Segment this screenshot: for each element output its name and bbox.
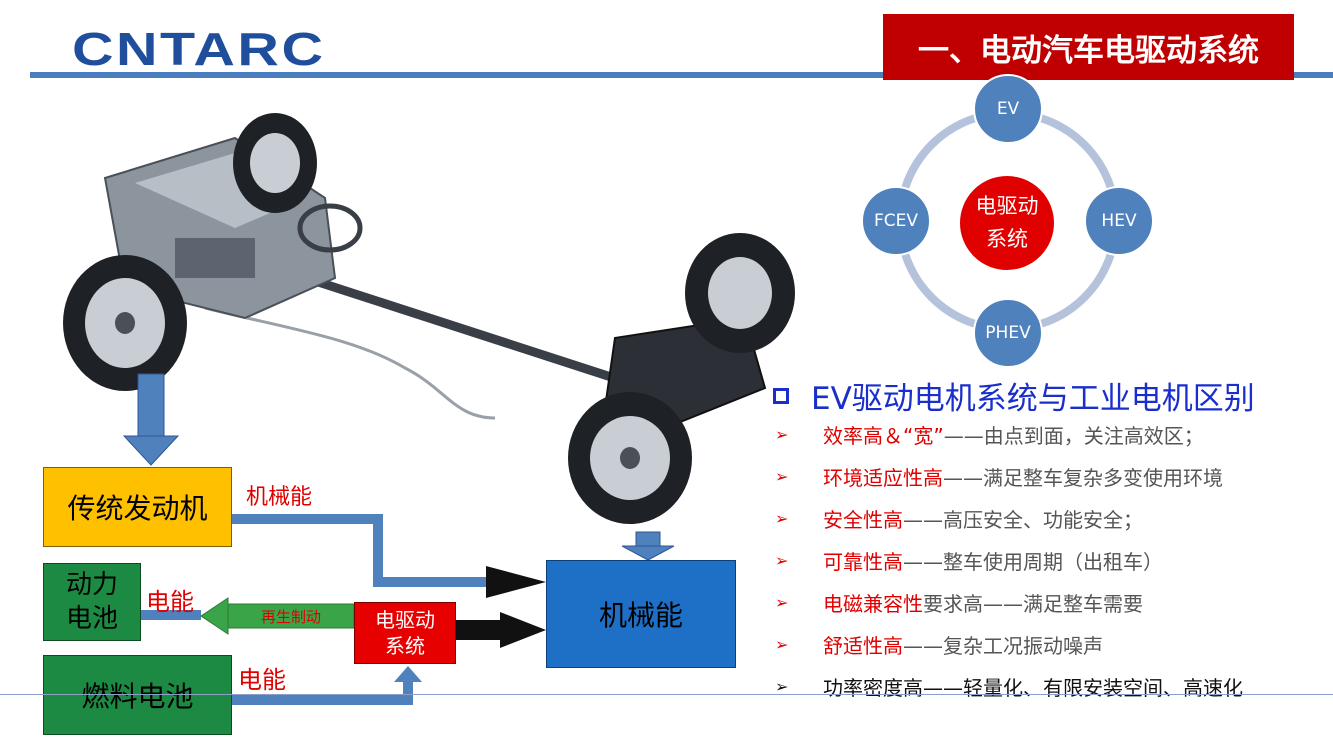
square-bullet-icon xyxy=(773,387,789,404)
item-rest: 要求高——满足整车需要 xyxy=(923,592,1143,616)
page-title: 一、电动汽车电驱动系统 xyxy=(883,14,1294,80)
list-item: ➢ 效率高＆“宽”——由点到面，关注高效区； xyxy=(775,420,1204,449)
center-line-2: 系统 xyxy=(986,227,1028,251)
item-rest: ——复杂工况振动噪声 xyxy=(903,634,1103,658)
node-center-drive-system: 电驱动系统 xyxy=(958,174,1056,272)
battery-box: 动力电池 xyxy=(43,563,141,641)
node-hev: HEV xyxy=(1084,186,1154,256)
item-lead: 舒适性高 xyxy=(823,634,903,658)
list-heading-text: EV驱动电机系统与工业电机区别 xyxy=(811,381,1255,417)
label-regen-braking: 再生制动 xyxy=(260,608,321,626)
drive-line-2: 系统 xyxy=(385,634,425,658)
item-lead: 电磁兼容性 xyxy=(823,592,923,616)
footer-divider xyxy=(0,694,1333,695)
item-rest: ——整车使用周期（出租车） xyxy=(903,550,1163,574)
fuel-cell-box: 燃料电池 xyxy=(43,655,232,735)
arrow-bullet-icon: ➢ xyxy=(775,635,789,654)
item-rest: ——满足整车复杂多变使用环境 xyxy=(943,466,1223,490)
label-elec-fuel: 电能 xyxy=(238,666,286,694)
label-elec-battery: 电能 xyxy=(146,588,194,616)
arrow-bullet-icon: ➢ xyxy=(775,467,789,486)
list-item: ➢ 环境适应性高——满足整车复杂多变使用环境 xyxy=(775,462,1223,491)
arrow-bullet-icon: ➢ xyxy=(775,425,789,444)
arrow-bullet-icon: ➢ xyxy=(775,677,789,696)
item-rest: ——高压安全、功能安全； xyxy=(903,508,1143,532)
item-lead: 环境适应性高 xyxy=(823,466,943,490)
list-item: ➢ 安全性高——高压安全、功能安全； xyxy=(775,504,1143,533)
item-lead: 可靠性高 xyxy=(823,550,903,574)
car-chassis-illustration xyxy=(25,88,820,530)
label-mech-energy: 机械能 xyxy=(246,485,313,510)
arrow-bullet-icon: ➢ xyxy=(775,593,789,612)
list-item: ➢ 舒适性高——复杂工况振动噪声 xyxy=(775,630,1103,659)
mechanical-energy-box: 机械能 xyxy=(546,560,736,668)
node-fcev: FCEV xyxy=(861,186,931,256)
arrow-bullet-icon: ➢ xyxy=(775,551,789,570)
battery-line-2: 电池 xyxy=(65,604,118,634)
node-ev: EV xyxy=(973,74,1043,144)
list-item: ➢ 电磁兼容性要求高——满足整车需要 xyxy=(775,588,1143,617)
list-heading: EV驱动电机系统与工业电机区别 xyxy=(773,373,1255,418)
arrow-bullet-icon: ➢ xyxy=(775,509,789,528)
cntarc-logo: CNTARC xyxy=(72,23,326,75)
item-rest: ——轻量化、有限安装空间、高速化 xyxy=(923,676,1243,700)
item-rest: ——由点到面，关注高效区； xyxy=(943,424,1204,448)
engine-box: 传统发动机 xyxy=(43,467,232,547)
header-divider xyxy=(30,72,1333,78)
list-item: ➢ 可靠性高——整车使用周期（出租车） xyxy=(775,546,1163,575)
list-item: ➢ 功率密度高——轻量化、有限安装空间、高速化 xyxy=(775,672,1243,701)
battery-line-1: 动力 xyxy=(65,570,118,600)
item-lead: 功率密度高 xyxy=(823,676,923,700)
drive-line-1: 电驱动 xyxy=(375,608,435,632)
node-phev: PHEV xyxy=(973,298,1043,368)
item-lead: 效率高＆“宽” xyxy=(823,424,944,448)
item-lead: 安全性高 xyxy=(823,508,903,532)
center-line-1: 电驱动 xyxy=(975,194,1039,218)
drive-system-box: 电驱动系统 xyxy=(354,602,456,664)
